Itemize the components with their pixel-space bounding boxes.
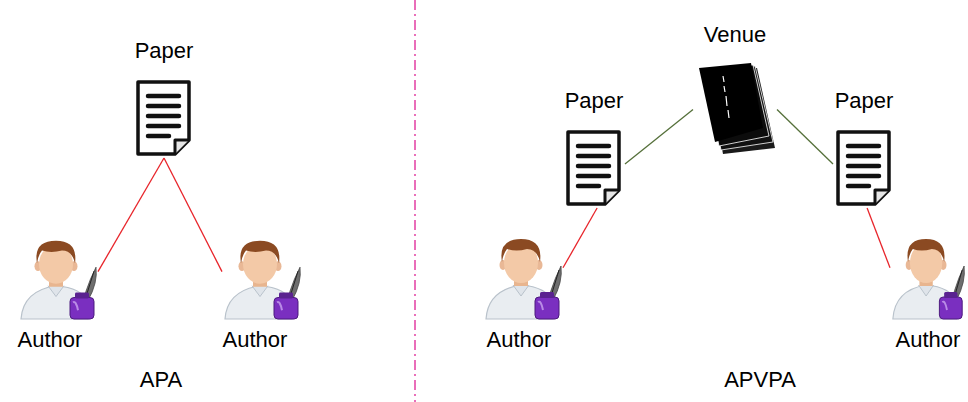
paper-node: Paper bbox=[833, 128, 895, 208]
author-icon bbox=[222, 232, 302, 320]
divider-line bbox=[414, 0, 416, 402]
connector-line bbox=[164, 158, 222, 272]
paper-node: Paper bbox=[563, 128, 625, 208]
connector-stroke bbox=[867, 208, 890, 268]
author-node: Author bbox=[18, 232, 98, 320]
paper-node: Paper bbox=[133, 78, 195, 158]
metapath-label: APVPA bbox=[724, 367, 796, 393]
connector-stroke bbox=[625, 110, 693, 165]
connector-line bbox=[98, 158, 164, 272]
author-icon bbox=[483, 230, 563, 320]
connector-stroke bbox=[563, 208, 597, 268]
node-label: Author bbox=[223, 327, 288, 353]
node-label: Author bbox=[18, 327, 83, 353]
connector-line bbox=[563, 208, 597, 268]
connector-stroke bbox=[98, 158, 164, 272]
paper-icon bbox=[133, 78, 195, 158]
connector-line bbox=[867, 208, 890, 268]
paper-icon bbox=[563, 128, 625, 208]
venue-node: Venue bbox=[693, 62, 777, 157]
author-icon bbox=[890, 230, 966, 320]
author-node: Author bbox=[890, 230, 966, 320]
connector-line bbox=[625, 110, 693, 165]
connector-line bbox=[777, 110, 833, 165]
connector-stroke bbox=[164, 158, 222, 272]
node-label: Paper bbox=[135, 38, 194, 64]
node-label: Author bbox=[487, 327, 552, 353]
author-icon bbox=[18, 232, 98, 320]
venue-icon bbox=[693, 62, 777, 157]
connector-stroke bbox=[777, 110, 833, 165]
author-node: Author bbox=[483, 230, 563, 320]
node-label: Venue bbox=[704, 22, 766, 48]
node-label: Author bbox=[896, 327, 961, 353]
metapath-label: APA bbox=[140, 367, 182, 393]
node-label: Paper bbox=[835, 88, 894, 114]
node-label: Paper bbox=[565, 88, 624, 114]
paper-icon bbox=[833, 128, 895, 208]
author-node: Author bbox=[222, 232, 302, 320]
